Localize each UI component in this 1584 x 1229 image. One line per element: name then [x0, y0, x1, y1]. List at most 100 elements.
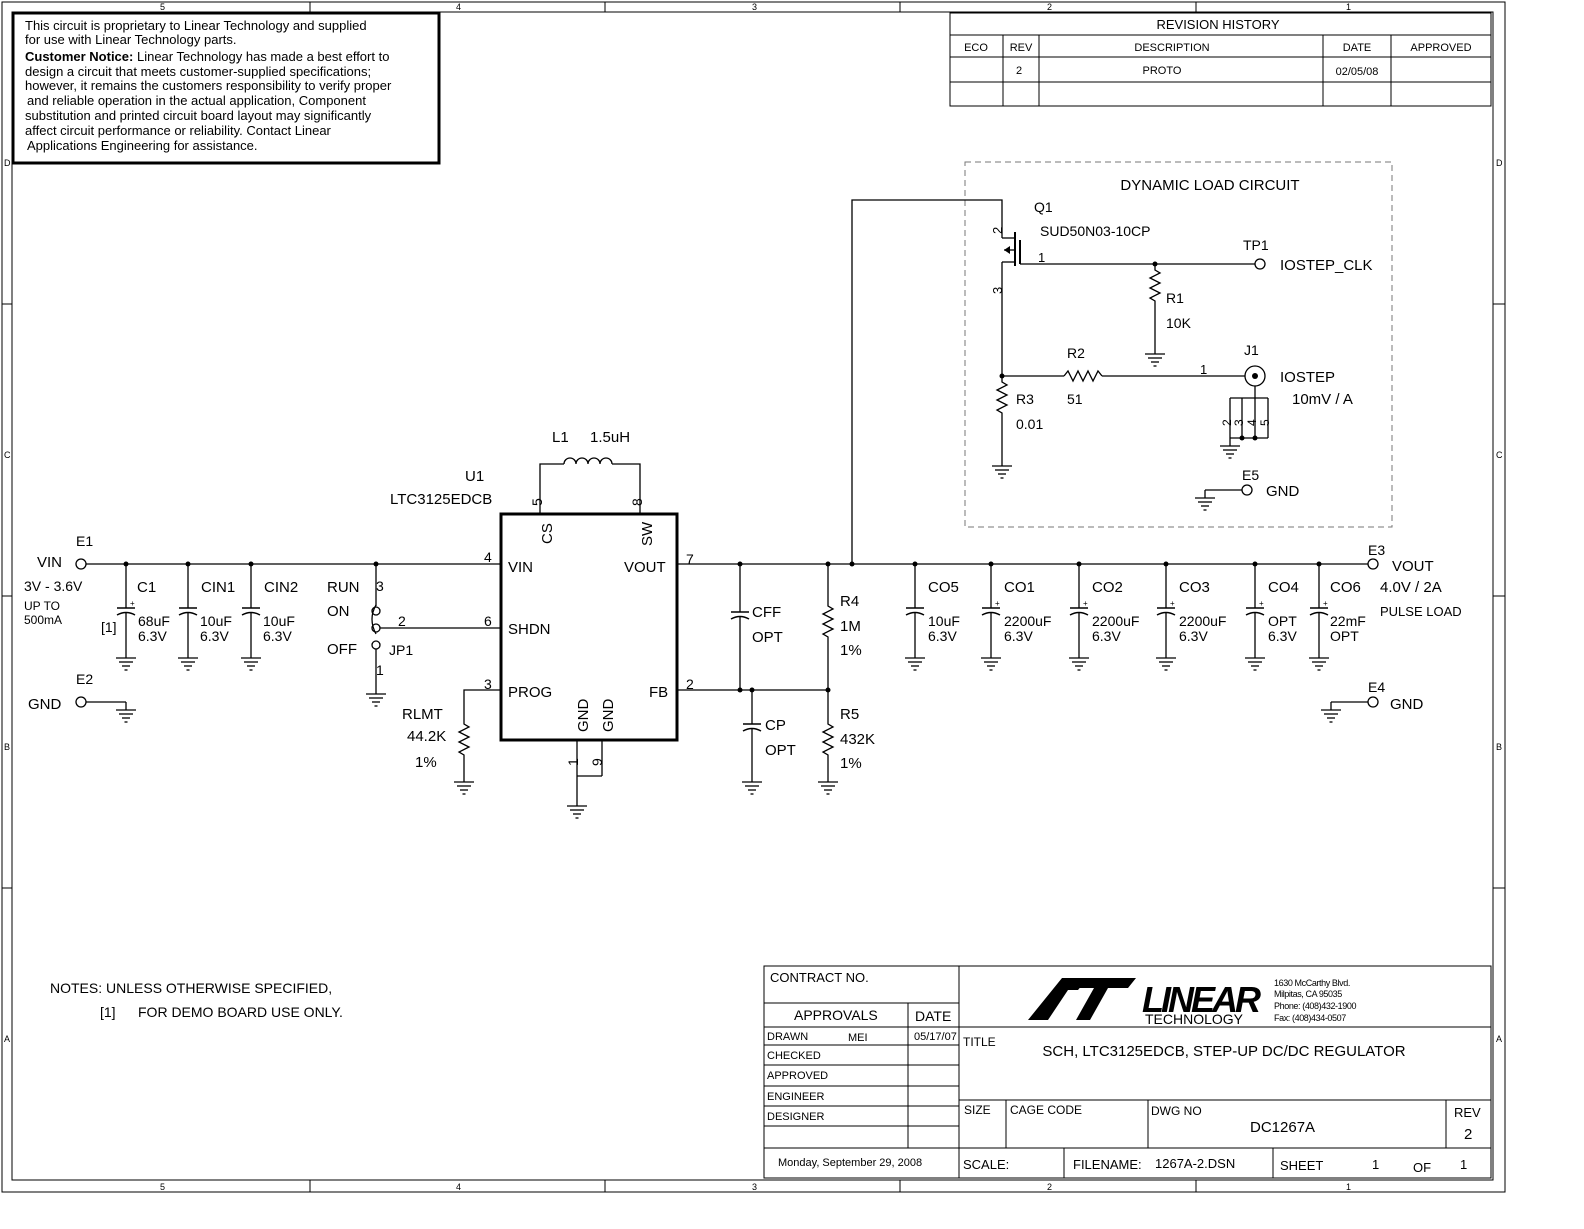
- zone-right-d: D: [1496, 158, 1503, 168]
- r4-ref: R4: [840, 593, 859, 610]
- rev-header-rev: REV: [1010, 42, 1033, 54]
- dynamic-load-circuit: DYNAMIC LOAD CIRCUIT Q1 SUD50N03-10CP 2 …: [851, 161, 1393, 564]
- filename-value: 1267A-2.DSN: [1155, 1156, 1235, 1171]
- cin1-value: 10uF: [200, 613, 232, 629]
- title-block: CONTRACT NO. APPROVALS DATE DRAWN MEI 05…: [763, 965, 1492, 1179]
- tp1-ref: TP1: [1243, 237, 1269, 253]
- u1-ref: U1: [465, 468, 484, 485]
- rev-header-eco: ECO: [964, 42, 988, 54]
- co2-capacitor: [1069, 595, 1089, 627]
- cin1-ground: [177, 649, 199, 671]
- dynamic-load-title: DYNAMIC LOAD CIRCUIT: [1120, 177, 1299, 194]
- customer-notice-box: This circuit is proprietary to Linear Te…: [11, 11, 441, 165]
- u1-pin-fb-num: 2: [686, 676, 694, 692]
- checked-label: CHECKED: [767, 1050, 821, 1062]
- jp1-run-label: RUN: [327, 579, 360, 596]
- notice-bold-lead: Customer Notice:: [25, 49, 133, 64]
- notice-line-3: Customer Notice: Linear Technology has m…: [25, 49, 389, 64]
- q1-mosfet: [1001, 232, 1255, 376]
- zone-left-c: C: [4, 450, 11, 460]
- j1-pin-2: 2: [1220, 419, 1234, 426]
- c1-ground: [115, 649, 137, 671]
- vin-range: 3V - 3.6V: [24, 578, 83, 594]
- u1-pin-vout-num: 7: [686, 551, 694, 567]
- r5-value: 432K: [840, 731, 875, 748]
- note-1-mark: [1]: [100, 1004, 116, 1020]
- designer-label: DESIGNER: [767, 1111, 825, 1123]
- u1-pin-fb: FB: [649, 684, 668, 701]
- filename-label: FILENAME:: [1073, 1157, 1142, 1172]
- u1-pin-shdn: SHDN: [508, 621, 551, 638]
- cin2-ref: CIN2: [264, 579, 298, 596]
- notice-line-3-rest: Linear Technology has made a best effort…: [133, 49, 389, 64]
- j1-pin-3: 3: [1232, 419, 1246, 426]
- co2-voltage: 6.3V: [1092, 628, 1121, 644]
- c1-ref: C1: [137, 579, 156, 596]
- zone-top-4: 4: [456, 2, 461, 12]
- address-fax: Fax: (408)434-0507: [1274, 1013, 1346, 1023]
- zone-bottom-2: 2: [1047, 1182, 1052, 1192]
- zone-top-2: 2: [1047, 2, 1052, 12]
- zone-bottom-3: 3: [752, 1182, 757, 1192]
- cin2-ground: [240, 649, 262, 671]
- rev-label: REV: [1454, 1105, 1481, 1120]
- tp1-net-label: IOSTEP_CLK: [1280, 257, 1373, 274]
- u1-pin-shdn-num: 6: [484, 613, 492, 629]
- drawn-label: DRAWN: [767, 1031, 808, 1043]
- contract-label: CONTRACT NO.: [770, 970, 869, 985]
- cp-ref: CP: [765, 717, 786, 734]
- u1-pin-prog: PROG: [508, 684, 552, 701]
- revision-history-title: REVISION HISTORY: [1156, 17, 1279, 32]
- c1-value: 68uF: [138, 613, 170, 629]
- co3-voltage: 6.3V: [1179, 628, 1208, 644]
- co1-capacitor: [981, 595, 1001, 627]
- j1-pin-5: 5: [1258, 419, 1272, 426]
- j1-pin-4: 4: [1245, 419, 1259, 426]
- printed-date: Monday, September 29, 2008: [778, 1157, 922, 1169]
- sheet-label: SHEET: [1280, 1158, 1323, 1173]
- r4-value: 1M: [840, 618, 861, 635]
- drawing-title: SCH, LTC3125EDCB, STEP-UP DC/DC REGULATO…: [1042, 1043, 1405, 1060]
- e2-ref: E2: [76, 671, 93, 687]
- e2-net-label: GND: [28, 696, 62, 713]
- zone-right-a: A: [1496, 1034, 1502, 1044]
- q1-pin-g: 1: [1038, 250, 1045, 265]
- co3-ref: CO3: [1179, 579, 1210, 596]
- approvals-date-header: DATE: [915, 1008, 951, 1024]
- co5-capacitor: [905, 595, 925, 627]
- u1-regulator-ic: U1 LTC3125EDCB L1 1.5uH CS SW 5 8 VIN 4 …: [390, 429, 694, 819]
- e5-ground: [1194, 489, 1216, 511]
- cin2-voltage: 6.3V: [263, 628, 292, 644]
- e5-net-label: GND: [1266, 483, 1300, 500]
- e2-ground: [115, 701, 137, 723]
- jp1-pin-3: 3: [376, 578, 384, 594]
- tp1-terminal: [1254, 258, 1266, 270]
- r5-resistor: [822, 717, 834, 762]
- drawn-date: 05/17/07: [914, 1031, 957, 1043]
- u1-pin-cs-num: 5: [529, 498, 545, 506]
- r1-value: 10K: [1166, 315, 1192, 331]
- q1-pin-s: 3: [990, 287, 1005, 294]
- rlmt-resistor: [458, 717, 470, 762]
- rlmt-tolerance: 1%: [415, 754, 437, 771]
- zone-bottom-1: 1: [1346, 1182, 1351, 1192]
- r2-ref: R2: [1067, 345, 1085, 361]
- j1-ref: J1: [1244, 342, 1259, 358]
- co4-value: OPT: [1268, 613, 1297, 629]
- e1-terminal: [75, 558, 87, 570]
- co6-capacitor: [1309, 595, 1329, 627]
- co2-value: 2200uF: [1092, 613, 1139, 629]
- address-line-1: 1630 McCarthy Blvd.: [1274, 978, 1350, 988]
- co1-voltage: 6.3V: [1004, 628, 1033, 644]
- size-label: SIZE: [964, 1103, 991, 1117]
- output-section: CFF OPT CP OPT R4 1M 1% R5 432K 1%: [677, 542, 1462, 795]
- e5-terminal: [1241, 484, 1253, 496]
- co3-value: 2200uF: [1179, 613, 1226, 629]
- e4-ref: E4: [1368, 679, 1385, 695]
- zone-bottom-5: 5: [160, 1182, 165, 1192]
- e1-ref: E1: [76, 533, 93, 549]
- r1-ref: R1: [1166, 290, 1184, 306]
- jp1-on-label: ON: [327, 603, 350, 620]
- l1-value: 1.5uH: [590, 429, 630, 446]
- approvals-label: APPROVALS: [794, 1007, 878, 1023]
